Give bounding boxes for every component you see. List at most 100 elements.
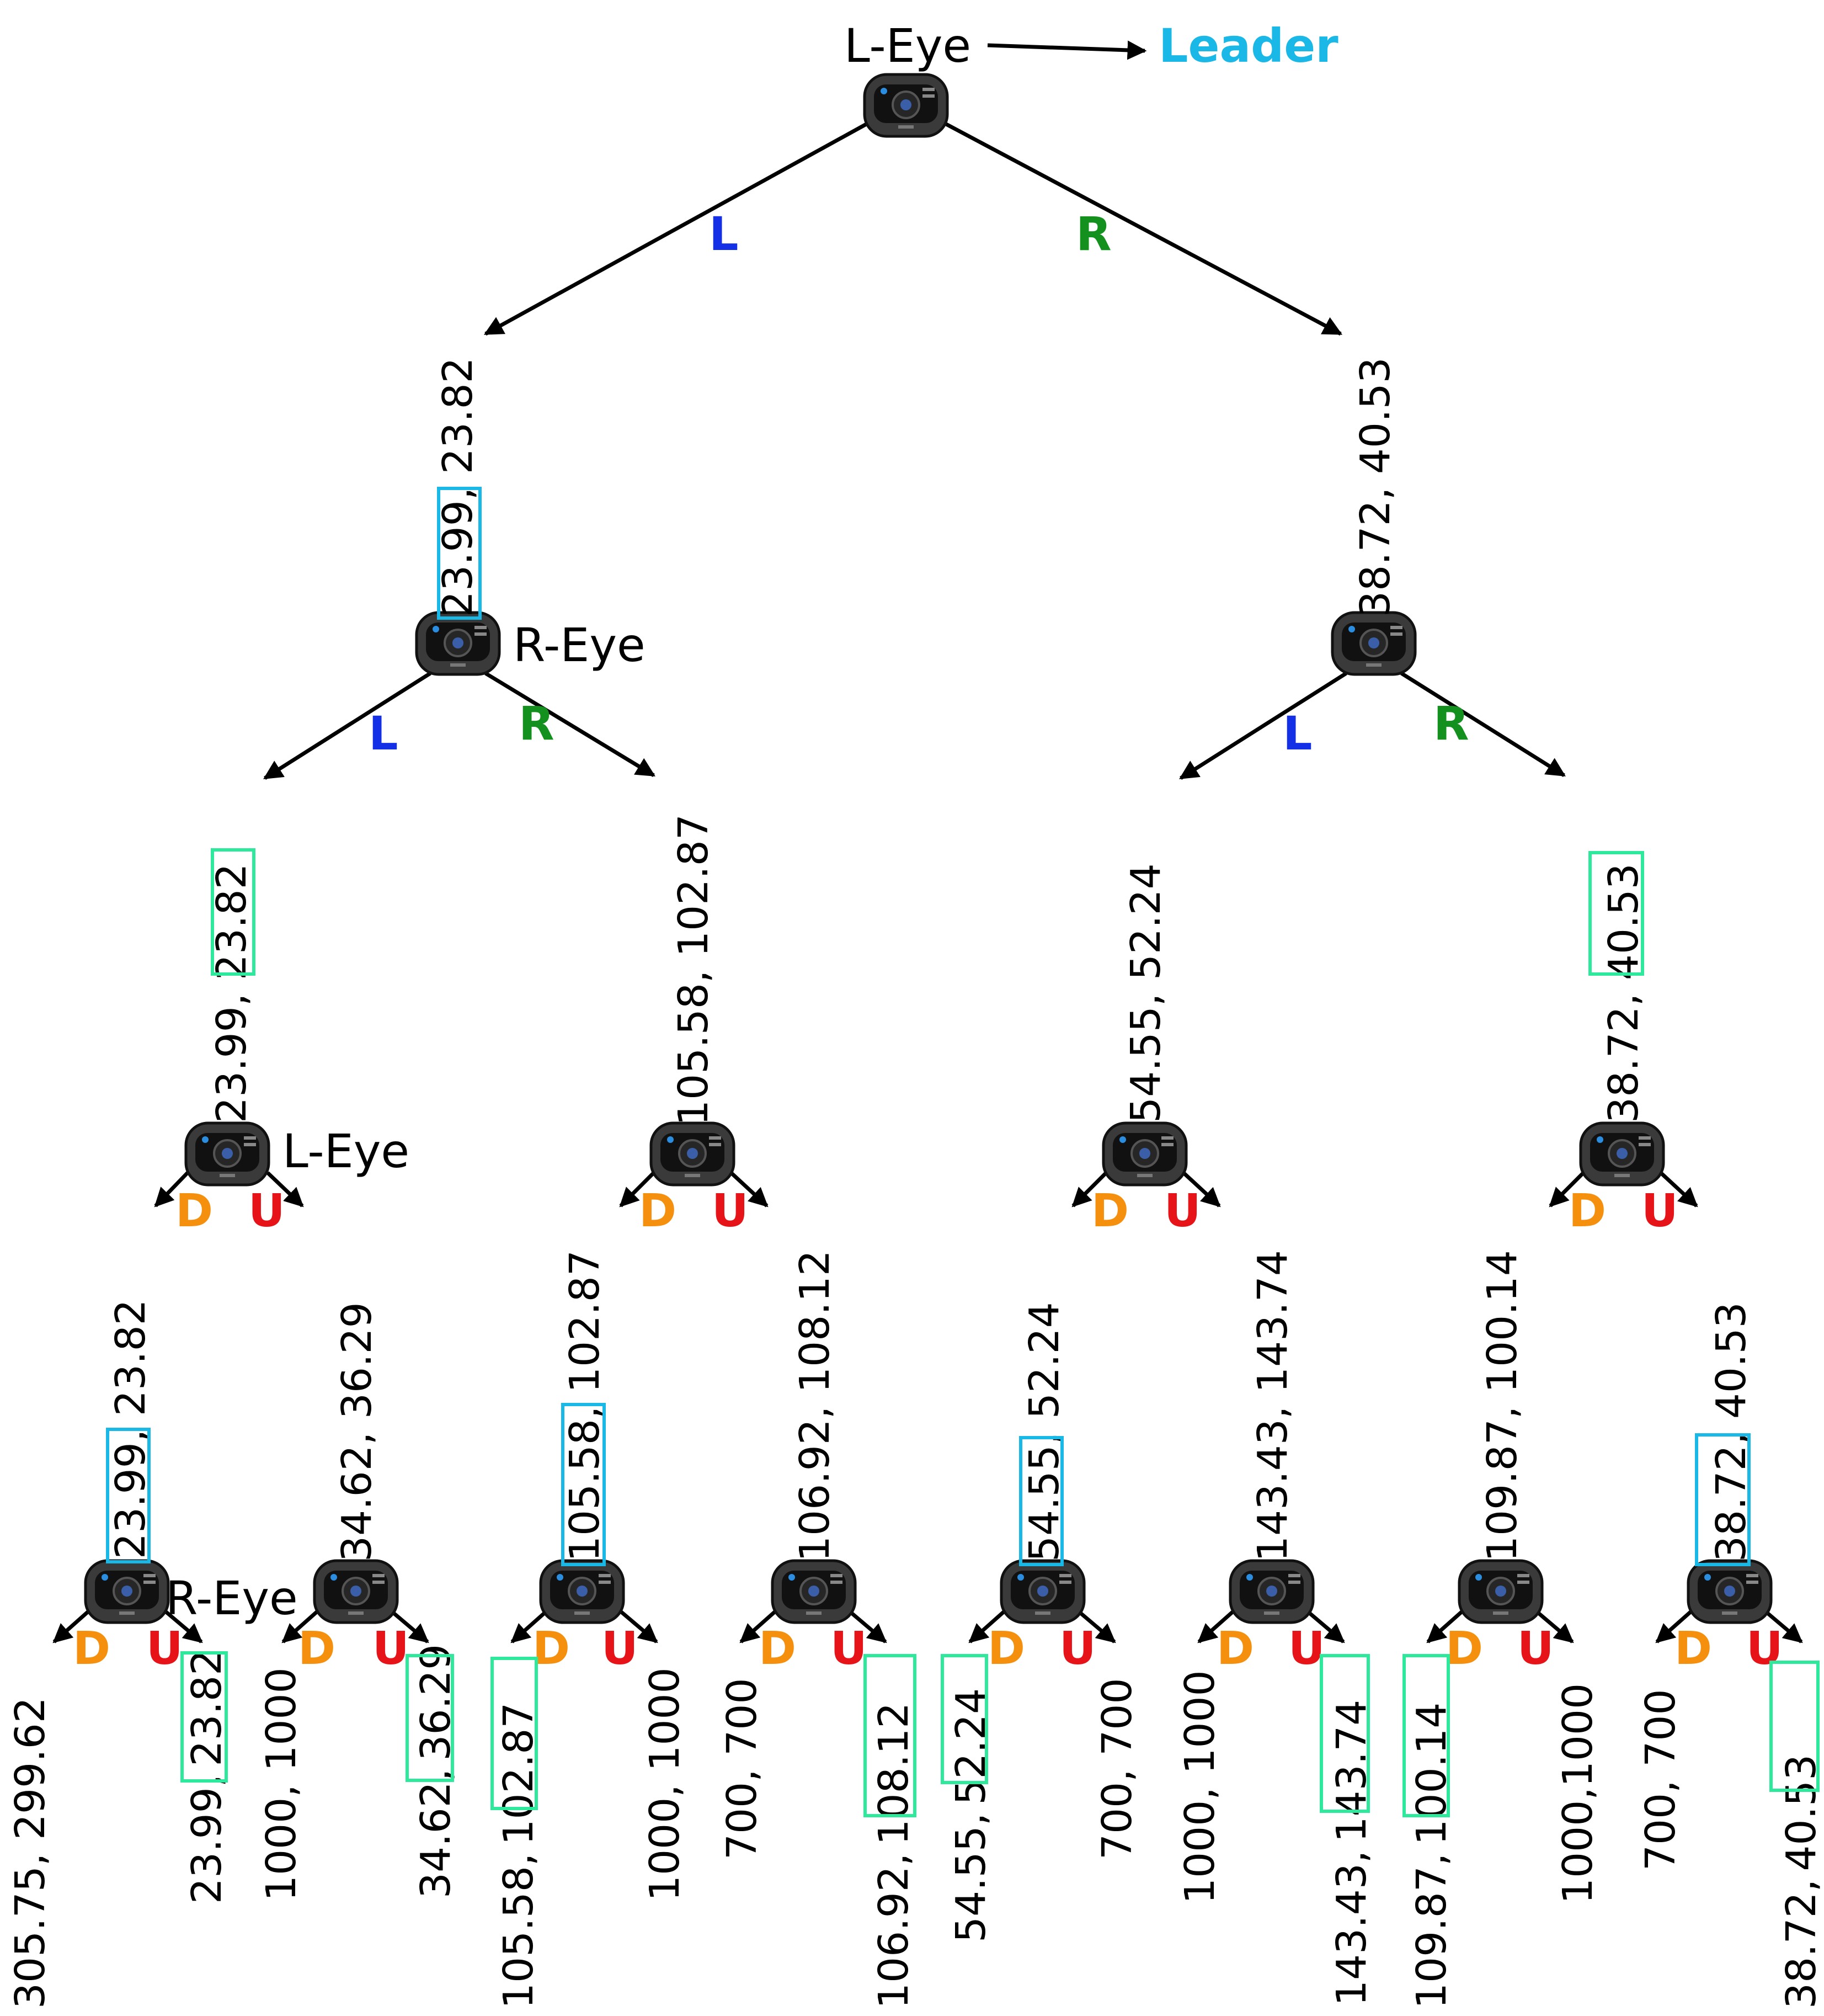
webcam-icon — [86, 1561, 168, 1623]
node-eye-label: R-Eye — [513, 618, 646, 672]
svg-text:106.92,108.12: 106.92,108.12 — [870, 1703, 918, 2009]
svg-text:34.62,36.29: 34.62,36.29 — [412, 1644, 460, 1898]
svg-text:23.99, 23.82: 23.99, 23.82 — [107, 1299, 154, 1559]
svg-text:23.99, 23.82: 23.99, 23.82 — [434, 357, 482, 617]
svg-text:38.72, 40.53: 38.72, 40.53 — [1352, 357, 1399, 617]
best-highlight-box — [1588, 851, 1644, 976]
best-highlight-box — [180, 1651, 228, 1783]
value-b: 40.53 — [1600, 863, 1647, 980]
best-highlight-box — [1402, 1654, 1450, 1817]
value-b: 23.82 — [434, 357, 482, 474]
level3-c3-values: 105.58, 102.87 — [561, 1250, 609, 1562]
value-b: 100.14 — [1479, 1250, 1526, 1393]
value-b: 23.82 — [208, 863, 255, 980]
leader-highlight-box — [561, 1403, 606, 1566]
svg-text:54.55,52.24: 54.55,52.24 — [947, 1688, 995, 1943]
edge-n2-down — [619, 1171, 655, 1208]
value-a: 105.58 — [670, 983, 717, 1126]
down-label: D — [1446, 1623, 1483, 1675]
edge-n2-up — [729, 1171, 769, 1208]
leaf-1-up: 23.99,23.82 — [183, 1650, 231, 1904]
up-label: U — [1059, 1623, 1096, 1675]
value-b: 52.24 — [1021, 1302, 1068, 1419]
down-label: D — [1569, 1185, 1606, 1237]
edge-n4-up — [1659, 1171, 1698, 1208]
webcam-icon — [186, 1123, 269, 1185]
leader-label: Leader — [1159, 19, 1338, 73]
edge-c6-down — [1197, 1610, 1235, 1643]
leader-highlight-box — [1019, 1436, 1064, 1566]
level3-c6-values: 143.43, 143.74 — [1249, 1250, 1297, 1562]
up-label: U — [830, 1623, 867, 1675]
edge-l1right-right — [1400, 672, 1566, 777]
webcam-icon — [1459, 1561, 1542, 1623]
down-label: D — [639, 1185, 676, 1237]
up-label: U — [1164, 1185, 1201, 1237]
up-label: U — [1746, 1623, 1783, 1675]
edge-c2-up — [390, 1610, 429, 1643]
leaf-5-down: 54.55,52.24 — [947, 1688, 995, 1943]
value-a: 109.87 — [1479, 1419, 1526, 1562]
best-highlight-box — [211, 848, 255, 976]
node-eye-label: R-Eye — [166, 1571, 298, 1625]
edge-c2-down — [281, 1610, 319, 1643]
value-b: 52.24 — [1122, 863, 1170, 980]
down-label: D — [1674, 1623, 1712, 1675]
svg-text:23.99, 23.82: 23.99, 23.82 — [208, 863, 255, 1123]
down-label: D — [759, 1623, 796, 1675]
edge-n3-up — [1182, 1171, 1221, 1208]
best-highlight-box — [1769, 1661, 1820, 1792]
edge-c3-down — [510, 1610, 548, 1643]
down-label: D — [298, 1623, 335, 1675]
svg-text:143.43, 143.74: 143.43, 143.74 — [1249, 1250, 1297, 1562]
leaf-1-down: 305.75, 299.62 — [7, 1697, 54, 2009]
svg-text:105.58, 102.87: 105.58, 102.87 — [561, 1250, 609, 1562]
webcam-icon — [314, 1561, 397, 1623]
webcam-icon — [1332, 613, 1415, 674]
level3-c5-values: 54.55, 52.24 — [1021, 1302, 1068, 1562]
level3-c1-values: 23.99, 23.82 — [107, 1299, 154, 1559]
leader-arrow — [987, 40, 1147, 60]
value-a: 105.58 — [561, 1419, 609, 1562]
svg-text:106.92, 108.12: 106.92, 108.12 — [791, 1250, 839, 1562]
edge-c6-up — [1306, 1610, 1345, 1643]
webcam-icon — [1230, 1561, 1313, 1623]
svg-text:23.99,23.82: 23.99,23.82 — [183, 1650, 231, 1904]
up-label: U — [601, 1623, 638, 1675]
svg-text:700, 700: 700, 700 — [718, 1678, 766, 1860]
leaf-7-up: 1000,1000 — [1554, 1683, 1602, 1904]
svg-text:54.55, 52.24: 54.55, 52.24 — [1122, 863, 1170, 1123]
down-label: D — [1217, 1623, 1254, 1675]
webcam-icon — [417, 613, 499, 674]
svg-text:105.58, 102.87: 105.58, 102.87 — [670, 814, 717, 1126]
svg-text:109.87, 100.14: 109.87, 100.14 — [1479, 1250, 1526, 1562]
edge-c7-up — [1535, 1610, 1574, 1643]
edge-n1-down — [154, 1171, 189, 1208]
webcam-icon — [651, 1123, 734, 1185]
level2-n1-values: 23.99, 23.82 — [208, 863, 255, 1123]
leaf-5-up: 700, 700 — [1094, 1678, 1141, 1860]
level3-c7-values: 109.87, 100.14 — [1479, 1250, 1526, 1562]
svg-text:34.62, 36.29: 34.62, 36.29 — [333, 1302, 381, 1562]
up-label: U — [1517, 1623, 1554, 1675]
level2-n3-values: 54.55, 52.24 — [1122, 863, 1170, 1123]
edge-c4-up — [848, 1610, 887, 1643]
value-b: 102.87 — [561, 1250, 609, 1393]
svg-text:1000, 1000: 1000, 1000 — [258, 1667, 305, 1901]
svg-text:38.72,40.53: 38.72,40.53 — [1778, 1754, 1824, 2009]
edge-n4-down — [1549, 1171, 1585, 1208]
webcam-icon — [1581, 1123, 1663, 1185]
branch-label-right: R — [1433, 696, 1469, 751]
svg-text:305.75, 299.62: 305.75, 299.62 — [7, 1697, 54, 2009]
svg-text:38.72, 40.53: 38.72, 40.53 — [1708, 1302, 1755, 1562]
value-a: 34.62 — [333, 1445, 381, 1562]
svg-text:54.55, 52.24: 54.55, 52.24 — [1021, 1302, 1068, 1562]
edges — [52, 40, 1803, 1643]
value-b: 102.87 — [670, 814, 717, 957]
edge-n3-down — [1071, 1171, 1108, 1208]
branch-label-left: L — [1283, 706, 1313, 760]
value-b: 108.12 — [791, 1250, 839, 1393]
edge-c3-up — [619, 1610, 658, 1643]
edge-c1-down — [52, 1610, 90, 1643]
